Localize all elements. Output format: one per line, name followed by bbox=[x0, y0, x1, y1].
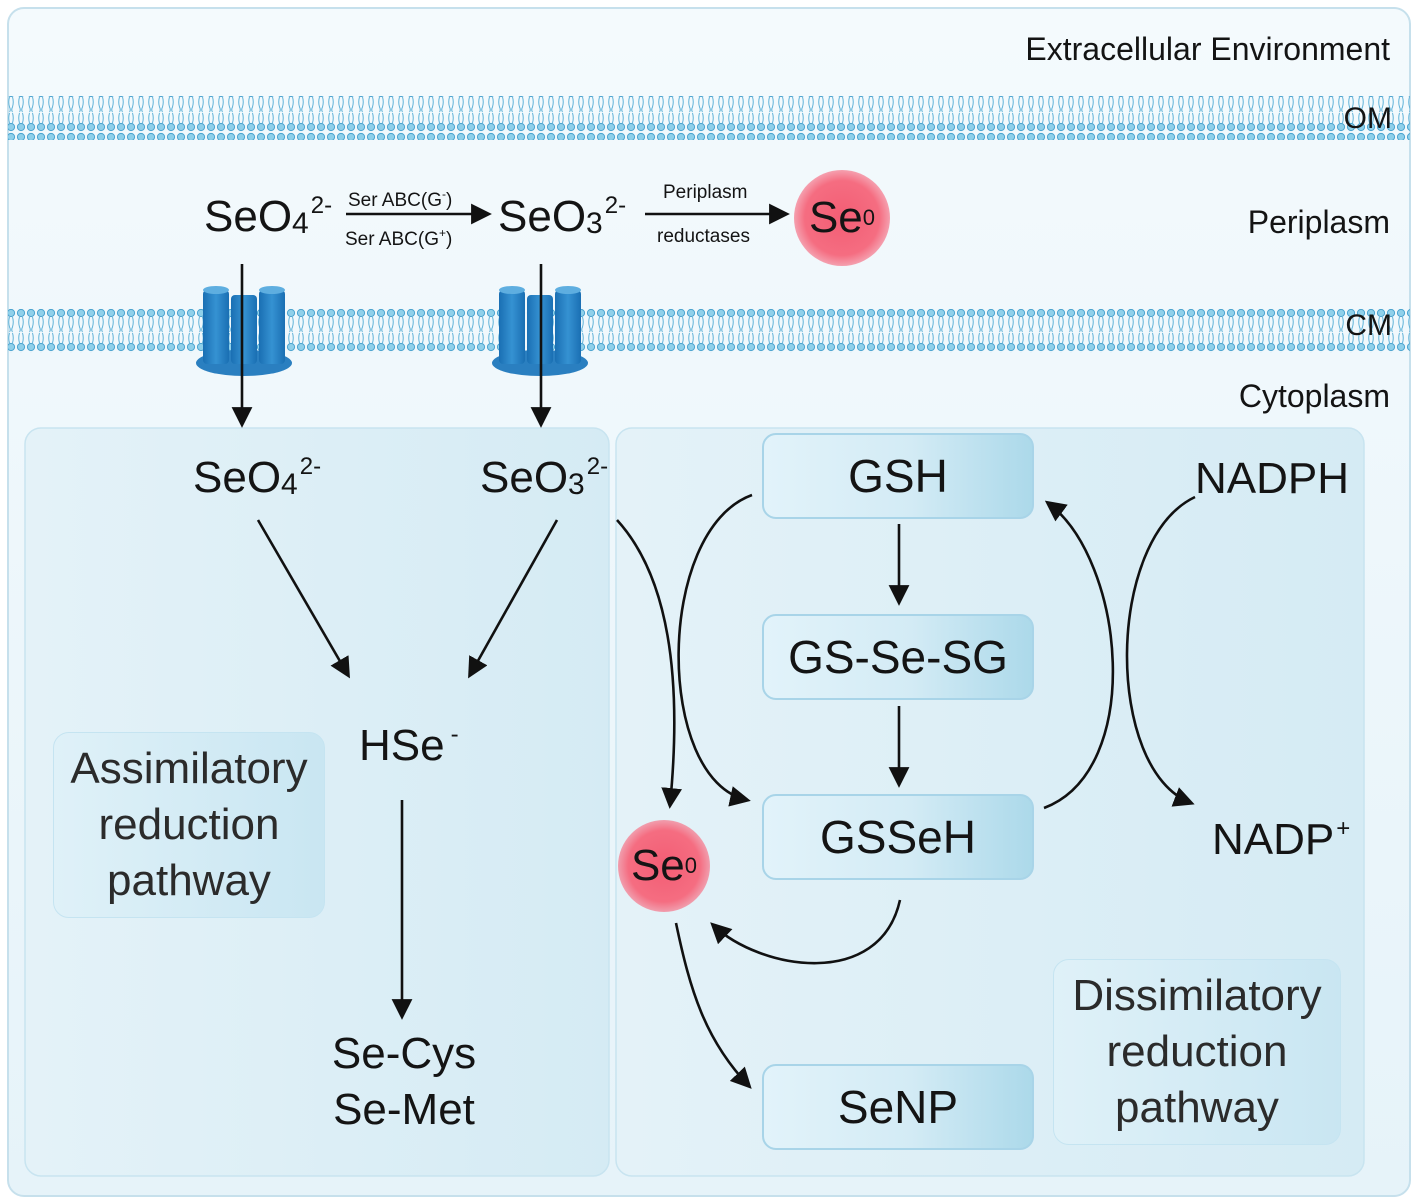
periplasm-selenate: SeO42- bbox=[204, 192, 333, 241]
nadp-plus: NADP+ bbox=[1212, 815, 1351, 864]
selenocysteine: Se-Cys bbox=[331, 1029, 477, 1078]
gsh-box: GSH bbox=[762, 433, 1034, 519]
arrow-se0-to-senp bbox=[674, 922, 752, 1089]
hydrogen-selenide: HSe- bbox=[359, 721, 459, 770]
arrow-gsh-to-gsseh bbox=[677, 493, 753, 807]
arrow-selenite-to-se0-cyto bbox=[616, 519, 682, 809]
arrow-gsseh-to-gsh bbox=[1043, 500, 1115, 810]
assimilatory-pathway-label: Assimilatory reduction pathway bbox=[53, 732, 325, 918]
outer-membrane bbox=[8, 96, 1410, 140]
selenomethionine: Se-Met bbox=[333, 1085, 475, 1134]
label-ser-abc-pos: Ser ABC(G+) bbox=[345, 226, 453, 250]
region-cm: CM bbox=[1345, 309, 1392, 342]
region-om: OM bbox=[1343, 102, 1392, 135]
nadph: NADPH bbox=[1195, 454, 1350, 503]
dissimilatory-pathway-label: Dissimilatory reduction pathway bbox=[1053, 959, 1341, 1145]
region-extracellular: Extracellular Environment bbox=[1025, 31, 1390, 67]
cyto-selenite: SeO32- bbox=[480, 453, 609, 502]
arrow-nadph-to-nadp bbox=[1125, 495, 1196, 807]
cyto-selenate: SeO42- bbox=[193, 453, 322, 502]
arrow-selenite-to-hse bbox=[468, 519, 559, 679]
gs-se-sg-box: GS-Se-SG bbox=[762, 614, 1034, 700]
label-periplasm-reductases-line1: Periplasm bbox=[663, 182, 748, 203]
selenate-transporter bbox=[196, 286, 292, 376]
label-periplasm-reductases-line2: reductases bbox=[657, 226, 750, 247]
periplasm-selenite: SeO32- bbox=[498, 192, 627, 241]
arrow-selenate-to-hse bbox=[256, 519, 350, 679]
senp-box: SeNP bbox=[762, 1064, 1034, 1150]
arrow-gsseh-to-se0 bbox=[710, 899, 902, 965]
label-ser-abc-neg: Ser ABC(G-) bbox=[348, 187, 453, 211]
region-cytoplasm: Cytoplasm bbox=[1238, 378, 1390, 414]
gsseh-box: GSSeH bbox=[762, 794, 1034, 880]
region-periplasm: Periplasm bbox=[1247, 204, 1390, 240]
